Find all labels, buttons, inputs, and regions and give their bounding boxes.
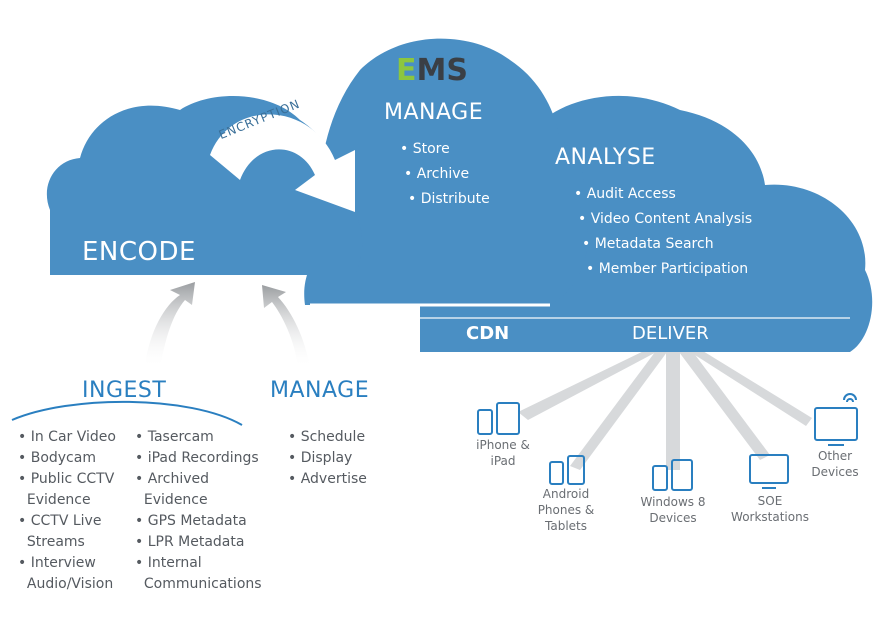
cdn-label: CDN [466, 323, 510, 344]
manage-bottom-title: MANAGE [270, 378, 370, 403]
list-item: • Member Participation [586, 261, 749, 277]
device-label-windows: Windows 8 Devices [634, 494, 712, 526]
list-item: • Video Content Analysis [578, 211, 753, 227]
logo-e: E [396, 53, 417, 88]
list-item: • Tasercam [135, 429, 214, 445]
manage-cloud [304, 38, 589, 306]
windows8-icon [652, 459, 693, 491]
list-item: • Archive [404, 166, 470, 182]
list-item: • In Car Video [18, 429, 116, 445]
device-label-soe: SOE Workstations [728, 493, 812, 525]
device-label-other: Other Devices [804, 448, 866, 480]
list-item: • Internal [135, 555, 202, 571]
device-label-line: Devices [811, 465, 859, 479]
device-label-line: Phones & [537, 503, 595, 517]
list-item: • iPad Recordings [135, 450, 259, 466]
list-item: • Metadata Search [582, 236, 714, 252]
device-label-line: Workstations [731, 510, 809, 524]
device-label-line: Windows 8 [640, 495, 706, 509]
list-item: • Interview [18, 555, 96, 571]
list-item: • Display [288, 450, 353, 466]
manage-up-arrow [262, 285, 310, 368]
ems-logo: EMS [396, 53, 468, 88]
list-item: Communications [143, 576, 262, 592]
list-item: • Audit Access [574, 186, 676, 202]
encode-title: ENCODE [82, 237, 196, 267]
tv-wifi-icon [814, 393, 858, 446]
analyse-title: ANALYSE [555, 145, 656, 170]
list-item: Evidence [26, 492, 91, 508]
device-label-android: Android Phones & Tablets [530, 486, 602, 534]
list-item: • CCTV Live [18, 513, 102, 529]
list-item: • Store [400, 141, 450, 157]
list-item: Audio/Vision [26, 576, 114, 592]
device-label-iphone: iPhone & iPad [468, 437, 538, 469]
deliver-label: DELIVER [632, 323, 709, 344]
ingest-col2: • Tasercam • iPad Recordings • Archived Ev… [135, 427, 262, 595]
device-label-line: Devices [649, 511, 697, 525]
manage-cloud-list: • Store • Archive • Distribute [400, 137, 490, 212]
device-label-line: iPhone & [476, 438, 530, 452]
device-label-line: Other [817, 449, 853, 463]
delivery-beams [518, 348, 812, 470]
list-item: • GPS Metadata [135, 513, 247, 529]
ingest-underline [11, 400, 243, 426]
iphone-ipad-icon [477, 402, 520, 435]
device-label-line: iPad [490, 454, 516, 468]
ingest-col1: • In Car Video • Bodycam • Public CCTV Evi… [18, 427, 116, 595]
ingest-up-arrow [145, 282, 195, 368]
analyse-list: • Audit Access • Video Content Analysis … [574, 182, 752, 282]
logo-ms: MS [416, 53, 468, 88]
list-item: • Archived [135, 471, 209, 487]
list-item: • Distribute [408, 191, 490, 207]
list-item: Streams [26, 534, 85, 550]
manage-cloud-title: MANAGE [384, 100, 484, 125]
list-item: • Advertise [288, 471, 367, 487]
monitor-icon [749, 454, 789, 489]
encryption-arrow [210, 114, 355, 212]
list-item: • Public CCTV [18, 471, 115, 487]
device-label-line: SOE [757, 494, 783, 508]
list-item: Evidence [143, 492, 208, 508]
ingest-title: INGEST [82, 378, 167, 403]
list-item: • Bodycam [18, 450, 96, 466]
android-icon [549, 455, 585, 485]
device-label-line: Android [542, 487, 590, 501]
list-item: • LPR Metadata [135, 534, 245, 550]
list-item: • Schedule [288, 429, 366, 445]
manage-bottom-list: • Schedule • Display • Advertise [288, 427, 367, 490]
device-label-line: Tablets [545, 519, 587, 533]
